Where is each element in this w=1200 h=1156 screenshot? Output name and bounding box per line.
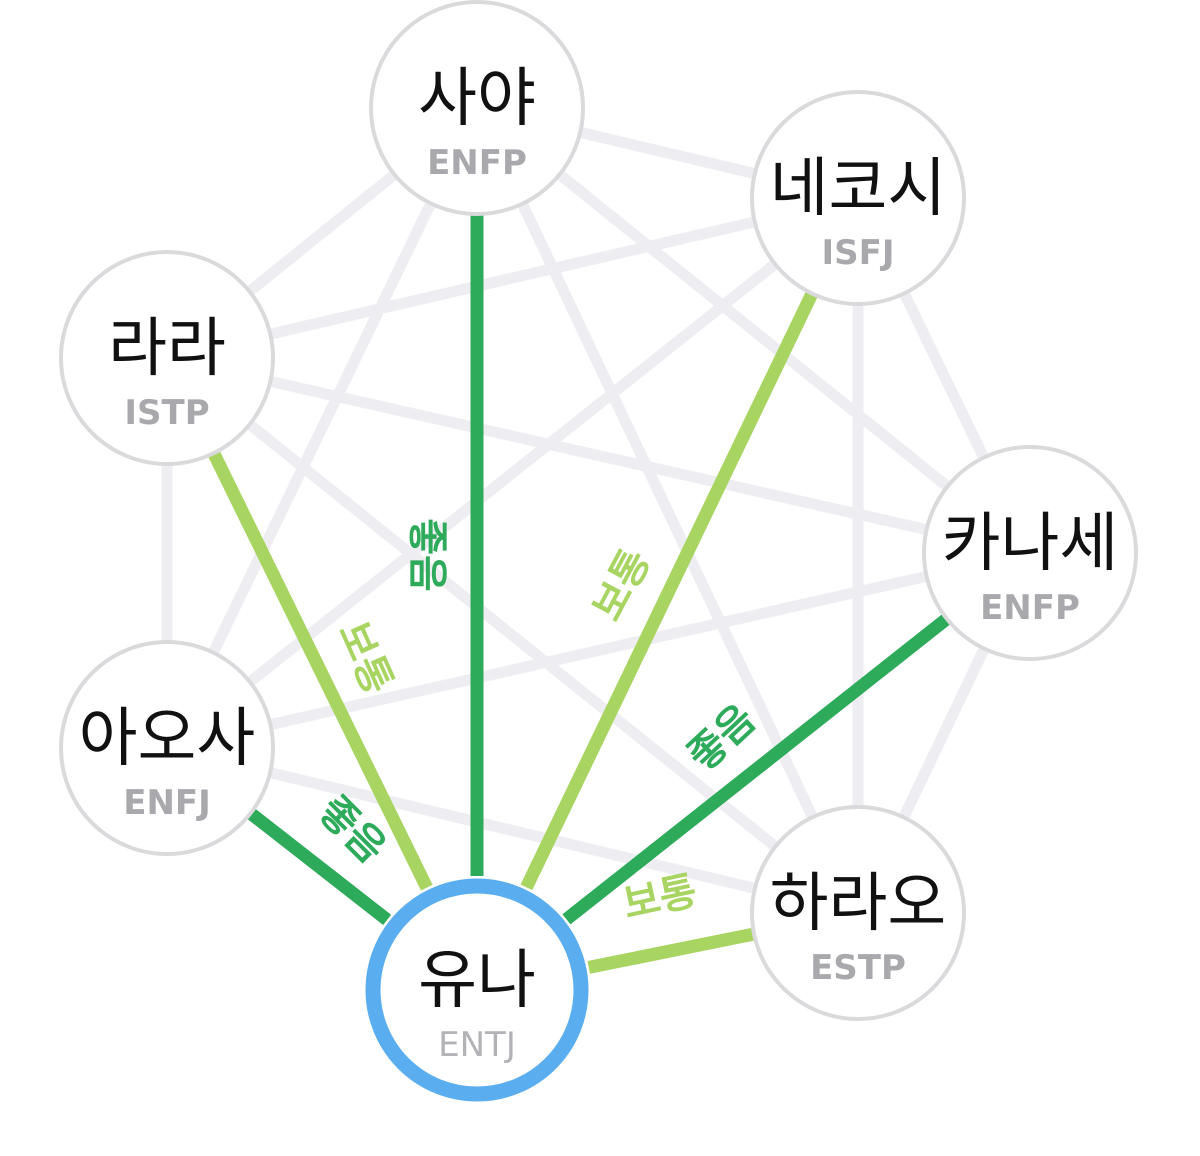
background-edge-harao-aosa xyxy=(268,767,757,894)
node-name-saya: 사야 xyxy=(418,62,536,136)
background-edge-harao-rara xyxy=(246,420,779,851)
node-circle-saya xyxy=(369,0,585,216)
background-edge-saya-nekoshi xyxy=(578,127,757,179)
node-mbti-aosa: ENFJ xyxy=(123,783,211,823)
background-edge-nekoshi-kanase xyxy=(899,290,989,461)
node-circle-aosa xyxy=(59,640,275,856)
background-edge-saya-rara xyxy=(246,170,398,296)
background-edge-saya-kanase xyxy=(556,170,951,491)
node-name-yuna: 유나 xyxy=(418,944,536,1018)
relation-edge-aosa[interactable] xyxy=(246,808,392,925)
node-mbti-kanase: ENFP xyxy=(980,588,1080,628)
node-circle-yuna xyxy=(365,878,589,1102)
relation-edge-nekoshi[interactable] xyxy=(520,290,818,891)
node-nekoshi[interactable]: 네코시 ISFJ xyxy=(750,90,966,306)
background-edge-kanase-rara xyxy=(269,375,928,536)
node-yuna[interactable]: 유나 ENTJ xyxy=(365,878,589,1102)
node-circle-kanase xyxy=(922,445,1138,661)
node-harao[interactable]: 하라오 ESTP xyxy=(750,805,966,1021)
background-edge-nekoshi-rara xyxy=(269,216,756,340)
relation-edge-harao[interactable] xyxy=(587,927,756,974)
relation-label-rara: 보통 xyxy=(329,615,401,701)
node-mbti-nekoshi: ISFJ xyxy=(821,233,894,273)
relation-edges xyxy=(207,214,951,974)
node-mbti-harao: ESTP xyxy=(810,948,906,988)
background-edge-kanase-aosa xyxy=(269,570,928,731)
node-name-nekoshi: 네코시 xyxy=(770,152,947,226)
node-circle-rara xyxy=(59,250,275,466)
node-name-harao: 하라오 xyxy=(770,867,947,941)
relation-edge-rara[interactable] xyxy=(207,450,433,891)
relation-edge-kanase[interactable] xyxy=(562,613,951,925)
node-circle-nekoshi xyxy=(750,90,966,306)
node-name-rara: 라라 xyxy=(108,312,226,386)
node-mbti-rara: ISTP xyxy=(124,393,209,433)
background-edge-nekoshi-aosa xyxy=(246,259,779,687)
relation-label-nekoshi: 보통 xyxy=(584,542,659,629)
background-edge-saya-harao xyxy=(517,201,818,820)
node-name-kanase: 카나세 xyxy=(942,507,1119,581)
node-kanase[interactable]: 카나세 ENFP xyxy=(922,445,1138,661)
node-name-aosa: 아오사 xyxy=(79,702,256,776)
node-mbti-saya: ENFP xyxy=(427,143,527,183)
background-edges xyxy=(161,127,990,894)
node-rara[interactable]: 라라 ISTP xyxy=(59,250,275,466)
relation-label-saya: 좋음 xyxy=(404,518,450,592)
node-saya[interactable]: 사야 ENFP xyxy=(369,0,585,216)
background-edge-saya-aosa xyxy=(208,201,436,655)
background-edge-kanase-harao xyxy=(898,646,990,820)
node-circle-harao xyxy=(750,805,966,1021)
node-mbti-yuna: ENTJ xyxy=(438,1025,516,1065)
relation-label-harao: 보통 xyxy=(619,868,701,928)
node-aosa[interactable]: 아오사 ENFJ xyxy=(59,640,275,856)
character-nodes: 사야 ENFP 네코시 ISFJ 카나세 ENFP 하라오 ESTP 아오사 ENFJ 라라 ISTP… xyxy=(59,0,1138,1102)
